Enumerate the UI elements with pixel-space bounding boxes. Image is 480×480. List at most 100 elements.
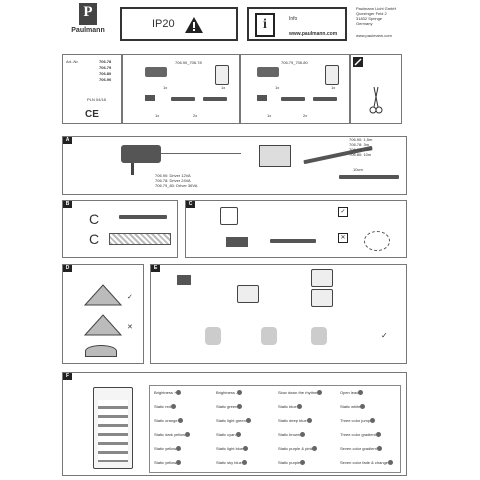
info-icon: i bbox=[255, 13, 275, 37]
legend-item: Static purple bbox=[278, 460, 307, 466]
count-label: 1x bbox=[267, 113, 272, 118]
count-label: 2x bbox=[303, 113, 308, 118]
check-icon: ✓ bbox=[381, 331, 388, 340]
led-strip-icon bbox=[270, 239, 316, 243]
legend-text: Static white bbox=[340, 404, 361, 409]
driver-spec: 706.90: Driver 12VA bbox=[155, 173, 191, 178]
count-label: 2x bbox=[193, 113, 198, 118]
remote-icon bbox=[311, 289, 333, 307]
legend-item: Static purple & pink bbox=[278, 446, 319, 452]
legend-text: Static blue bbox=[278, 404, 297, 409]
brand-name: Paulmann bbox=[71, 27, 105, 34]
section-label: D bbox=[63, 265, 72, 272]
legend-text: Seven color fade & change bbox=[340, 460, 389, 465]
driver-adapter-icon bbox=[121, 145, 161, 163]
driver-spec: 706.79_80: Driver 36VA bbox=[155, 183, 198, 188]
section-c: C ✓ ✕ bbox=[185, 200, 407, 258]
cross-icon: ✕ bbox=[338, 233, 348, 243]
remote-icon bbox=[325, 65, 339, 85]
legend-text: Static cyan bbox=[216, 432, 236, 437]
button-key-icon bbox=[370, 418, 376, 424]
legend-item: Static light blue bbox=[216, 446, 250, 452]
remote-icon bbox=[215, 65, 229, 85]
led-strip-segment-icon bbox=[339, 175, 399, 179]
legend-item: Static light green bbox=[216, 418, 253, 424]
button-key-icon bbox=[360, 404, 366, 410]
section-label: B bbox=[63, 201, 72, 208]
button-key-icon bbox=[312, 446, 318, 452]
strip-length-list: 706.90: 1,5m 706.78: 3m 706.79: 7,5m 706… bbox=[349, 137, 372, 157]
legend-item: Static orange bbox=[154, 418, 185, 424]
info-box: i Info www.paulmann.com bbox=[247, 7, 347, 41]
address-line: Quezinger Feld 2 bbox=[356, 11, 387, 16]
legend-text: Static green bbox=[216, 404, 238, 409]
legend-item: Brightness - bbox=[216, 390, 244, 396]
button-key-icon bbox=[376, 446, 382, 452]
button-key-icon bbox=[237, 390, 243, 396]
led-strip-icon bbox=[171, 97, 195, 101]
count-label: 1x bbox=[275, 85, 280, 90]
paulmann-logo-icon bbox=[79, 3, 97, 25]
ip-rating-box: IP20 bbox=[120, 7, 238, 41]
legend-text: Static yellow bbox=[154, 446, 177, 451]
legend-text: Open lead bbox=[340, 390, 359, 395]
brand-block: P Paulmann bbox=[68, 3, 108, 43]
led-strip-icon bbox=[203, 97, 227, 101]
legend-item: Static red bbox=[154, 404, 178, 410]
button-key-icon bbox=[300, 460, 306, 466]
legend-text: Static brown bbox=[278, 432, 301, 437]
legend-item: Three color gradient bbox=[340, 432, 383, 438]
pen-icon bbox=[354, 58, 362, 66]
legend-item: Static deep blue bbox=[278, 418, 314, 424]
button-key-icon bbox=[243, 446, 249, 452]
legend-table: Brightness +Brightness -Slow down the rh… bbox=[149, 385, 401, 473]
legend-item: Static blue bbox=[278, 404, 304, 410]
controller-box-icon bbox=[226, 237, 248, 247]
cable-line bbox=[161, 153, 241, 154]
button-key-icon bbox=[306, 418, 312, 424]
section-d: D ✓ ✕ bbox=[62, 264, 144, 364]
legend-text: Static yellow bbox=[154, 460, 177, 465]
section-a: A 706.90: Driver 12VA 706.78: Driver 24V… bbox=[62, 136, 407, 195]
legend-item: Static yellow bbox=[154, 446, 183, 452]
led-strip-icon bbox=[119, 215, 167, 219]
button-key-icon bbox=[235, 432, 241, 438]
article-number: 706.78 bbox=[99, 59, 112, 64]
section-label: E bbox=[151, 265, 160, 272]
check-icon: ✓ bbox=[127, 294, 133, 301]
controller-icon bbox=[145, 95, 155, 101]
scissors-icon bbox=[369, 86, 383, 114]
remote-control-icon bbox=[93, 387, 133, 469]
button-key-icon bbox=[237, 404, 243, 410]
hand-icon bbox=[205, 327, 221, 345]
legend-text: Static purple bbox=[278, 460, 301, 465]
article-number: 706.79 bbox=[99, 65, 112, 70]
button-key-icon bbox=[245, 418, 251, 424]
driver-icon bbox=[257, 67, 279, 77]
paulmann-logo-letter: P bbox=[83, 4, 93, 20]
legend-item: Static brown bbox=[278, 432, 307, 438]
legend-text: Static sky blue bbox=[216, 460, 242, 465]
set-a-panel: 706.90_706.78 1x 1x 1x 2x bbox=[122, 54, 240, 124]
legend-text: Three color gradient bbox=[340, 432, 376, 437]
corner-mount-icon bbox=[83, 314, 123, 336]
info-website[interactable]: www.paulmann.com bbox=[289, 31, 338, 37]
strip-length: 706.90: 1,5m bbox=[349, 137, 373, 142]
legend-text: Slow down the rhythm bbox=[278, 390, 318, 395]
corner-mount-icon bbox=[83, 284, 123, 306]
led-strip-icon bbox=[281, 97, 305, 101]
legend-item: Static white bbox=[340, 404, 367, 410]
button-key-icon bbox=[177, 418, 183, 424]
article-number: 706.80 bbox=[99, 71, 112, 76]
receiver-icon bbox=[177, 275, 191, 285]
button-key-icon bbox=[176, 446, 182, 452]
ce-mark-icon: CE bbox=[85, 109, 99, 120]
button-key-icon bbox=[241, 460, 247, 466]
count-label: 1x bbox=[155, 113, 160, 118]
article-panel: Art.-Nr. 706.78 706.79 706.80 706.90 PLN… bbox=[62, 54, 122, 124]
legend-text: Static light blue bbox=[216, 446, 244, 451]
strip-length: 706.78: 3m bbox=[349, 142, 370, 147]
button-key-icon bbox=[358, 390, 364, 396]
clip-icon: C bbox=[89, 231, 100, 247]
legend-item: Static green bbox=[216, 404, 244, 410]
